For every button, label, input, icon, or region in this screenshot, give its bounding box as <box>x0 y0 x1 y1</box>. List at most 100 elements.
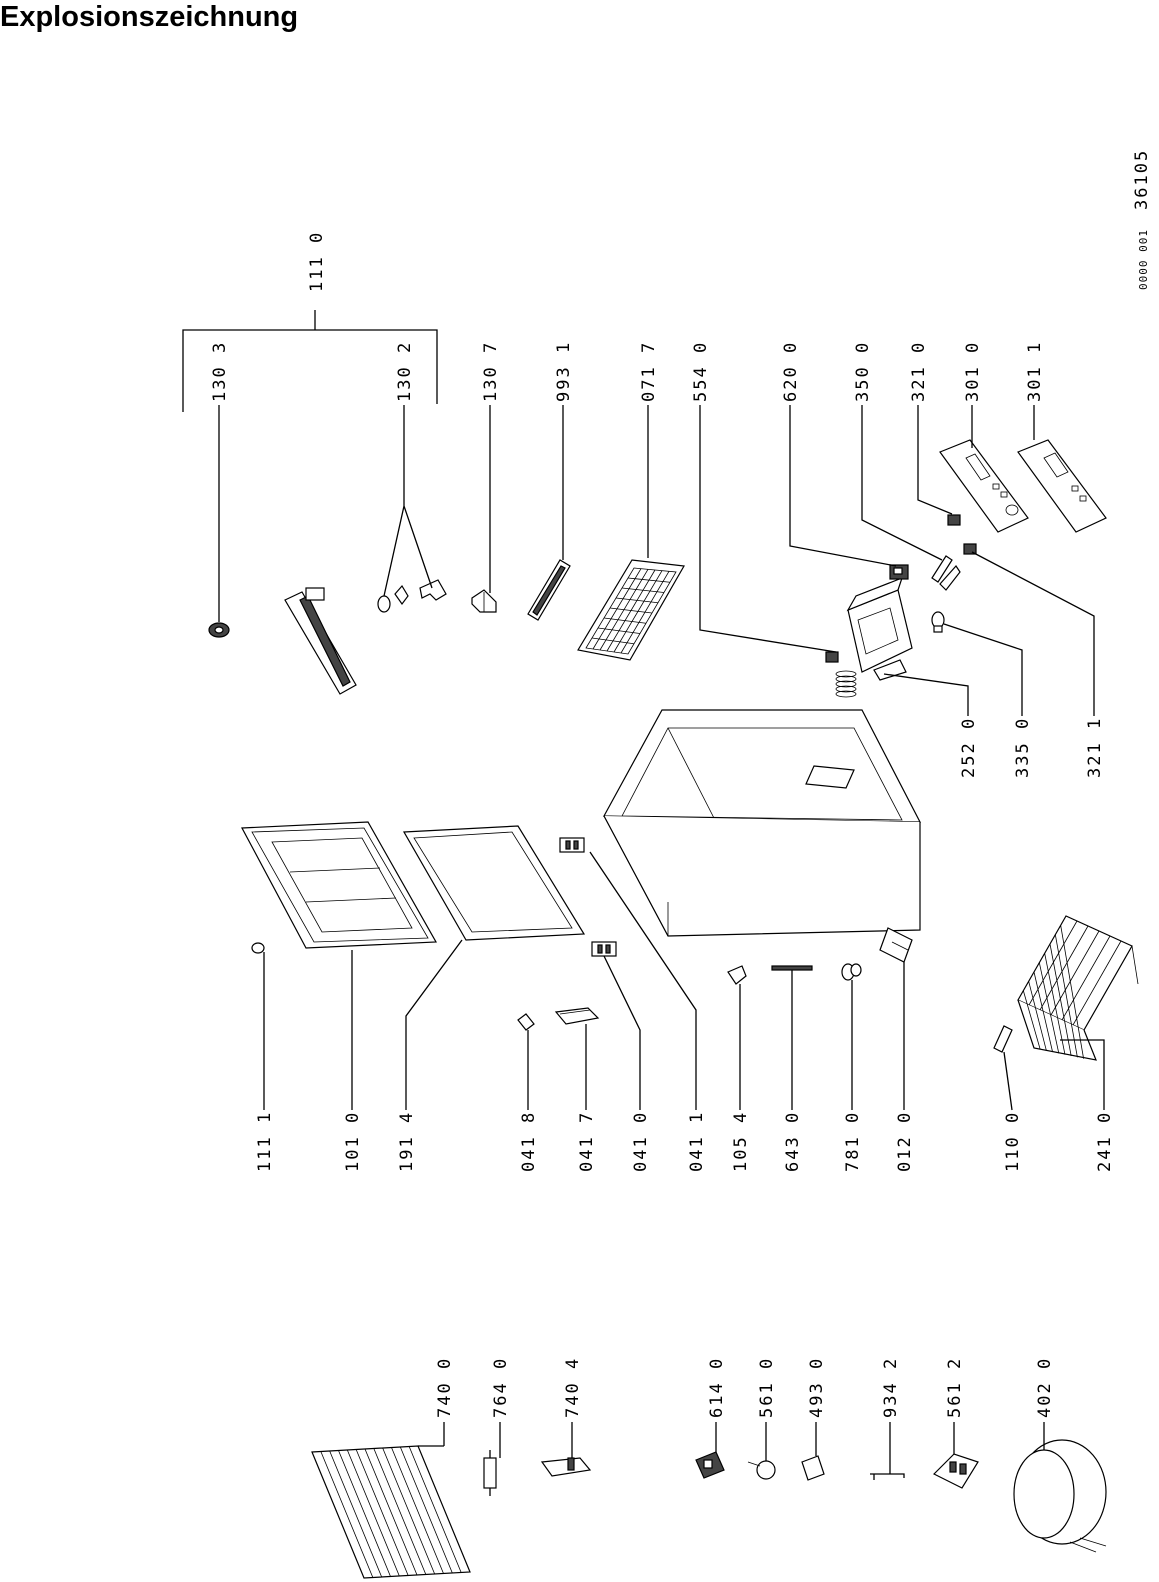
label-012-0: 012 0 <box>895 1111 915 1172</box>
coil-tube <box>382 1447 436 1575</box>
coil-tube <box>355 1449 409 1576</box>
label-301-1: 301 1 <box>1025 341 1045 402</box>
part-labels: 111 0 130 3 130 2 130 7 993 1 071 7 554 0 620 0… <box>210 231 1115 1418</box>
label-041-8: 041 8 <box>519 1111 539 1172</box>
drawing-code: 36105 <box>1132 149 1152 210</box>
label-041-7: 041 7 <box>577 1111 597 1172</box>
label-554-0: 554 0 <box>691 341 711 402</box>
part-191-4-seal <box>402 825 586 941</box>
part-110-0-handle <box>993 1025 1013 1053</box>
part-130-3-knob <box>208 622 230 638</box>
part-321-1-cap <box>963 543 977 555</box>
bracket-111-0 <box>182 310 438 412</box>
label-105-4: 105 4 <box>731 1111 751 1172</box>
part-071-7-grille <box>577 559 685 661</box>
part-614-0-relay <box>695 1451 725 1479</box>
part-301-0-panel <box>939 439 1029 533</box>
grille-line <box>606 569 656 652</box>
part-561-2 <box>932 1453 979 1489</box>
leader-lines <box>218 405 1105 1474</box>
part-012-0-bracket <box>879 927 913 963</box>
label-740-0: 740 0 <box>435 1357 455 1418</box>
label-934-2: 934 2 <box>881 1357 901 1418</box>
label-321-1: 321 1 <box>1085 717 1105 778</box>
label-493-0: 493 0 <box>807 1357 827 1418</box>
part-041-0-hinge <box>591 941 617 957</box>
part-335-0-bulb <box>931 611 945 633</box>
label-402-0: 402 0 <box>1035 1357 1055 1418</box>
label-321-0: 321 0 <box>909 341 929 402</box>
label-561-2: 561 2 <box>945 1357 965 1418</box>
coil-tube <box>373 1448 427 1575</box>
basket-wire <box>1061 935 1111 1021</box>
part-101-0-door <box>241 821 438 949</box>
part-934-2-wire <box>870 1473 905 1480</box>
label-191-4: 191 4 <box>397 1111 417 1172</box>
label-111-1: 111 1 <box>255 1111 275 1172</box>
part-620-0-switch <box>889 564 909 580</box>
label-130-7: 130 7 <box>481 341 501 402</box>
part-041-1-hinge <box>559 837 585 853</box>
grille-line <box>592 568 642 650</box>
part-handle-bar <box>284 587 357 695</box>
label-764-0: 764 0 <box>491 1357 511 1418</box>
spring-coil <box>835 670 857 678</box>
label-335-0: 335 0 <box>1013 717 1033 778</box>
label-740-4: 740 4 <box>563 1357 583 1418</box>
basket-wire <box>1038 962 1060 1054</box>
label-111-0: 111 0 <box>307 231 327 292</box>
label-643-0: 643 0 <box>783 1111 803 1172</box>
part-561-0-thermostat <box>747 1460 776 1480</box>
grille-line <box>620 571 670 654</box>
grille-line <box>613 570 663 653</box>
coil-tube <box>408 1446 462 1573</box>
coil-tube <box>338 1450 391 1577</box>
coil-tube <box>399 1446 453 1574</box>
part-241-0-basket <box>1017 915 1139 1061</box>
part-993-1-strip <box>527 559 571 621</box>
spring-coil <box>835 680 857 688</box>
label-781-0: 781 0 <box>843 1111 863 1172</box>
label-041-0: 041 0 <box>631 1111 651 1172</box>
label-350-0: 350 0 <box>853 341 873 402</box>
part-554-0-spring <box>825 651 857 698</box>
part-111-1-pin <box>251 942 265 954</box>
label-614-0: 614 0 <box>707 1357 727 1418</box>
part-252-0-housing <box>846 576 913 681</box>
label-130-3: 130 3 <box>210 341 230 402</box>
part-764-0-drier <box>483 1450 497 1496</box>
label-041-1: 041 1 <box>687 1111 707 1172</box>
grille-line <box>599 569 649 651</box>
part-105-4 <box>727 965 747 985</box>
basket-wire <box>1022 990 1041 1050</box>
part-740-4-clip <box>540 1457 592 1477</box>
coil-tube <box>364 1448 418 1576</box>
basket-wire <box>1072 940 1122 1026</box>
coil-tube <box>346 1449 400 1577</box>
part-643-0 <box>771 965 813 971</box>
part-350-0-lampholder <box>931 555 961 591</box>
part-130-7-bracket <box>471 589 497 613</box>
basket-wire <box>1050 930 1100 1016</box>
basket-wire <box>1044 953 1066 1055</box>
spring-coil <box>835 685 857 693</box>
coil-tube <box>329 1450 383 1578</box>
label-110-0: 110 0 <box>1003 1111 1023 1172</box>
label-130-2: 130 2 <box>395 341 415 402</box>
label-561-0: 561 0 <box>757 1357 777 1418</box>
part-cabinet <box>602 709 921 937</box>
basket-wire <box>1054 934 1078 1058</box>
basket-wire <box>1060 925 1084 1059</box>
part-781-0 <box>841 963 862 981</box>
label-620-0: 620 0 <box>781 341 801 402</box>
basket-wire <box>1039 925 1089 1011</box>
label-993-1: 993 1 <box>554 341 574 402</box>
part-493-0 <box>801 1455 825 1481</box>
coil-tube <box>320 1451 374 1578</box>
label-252-0: 252 0 <box>959 717 979 778</box>
page-title: Explosionszeichnung <box>0 1 299 33</box>
drawing-subcode: 0000 001 <box>1137 229 1150 290</box>
part-321-0-cap <box>947 514 961 526</box>
label-071-7: 071 7 <box>639 341 659 402</box>
